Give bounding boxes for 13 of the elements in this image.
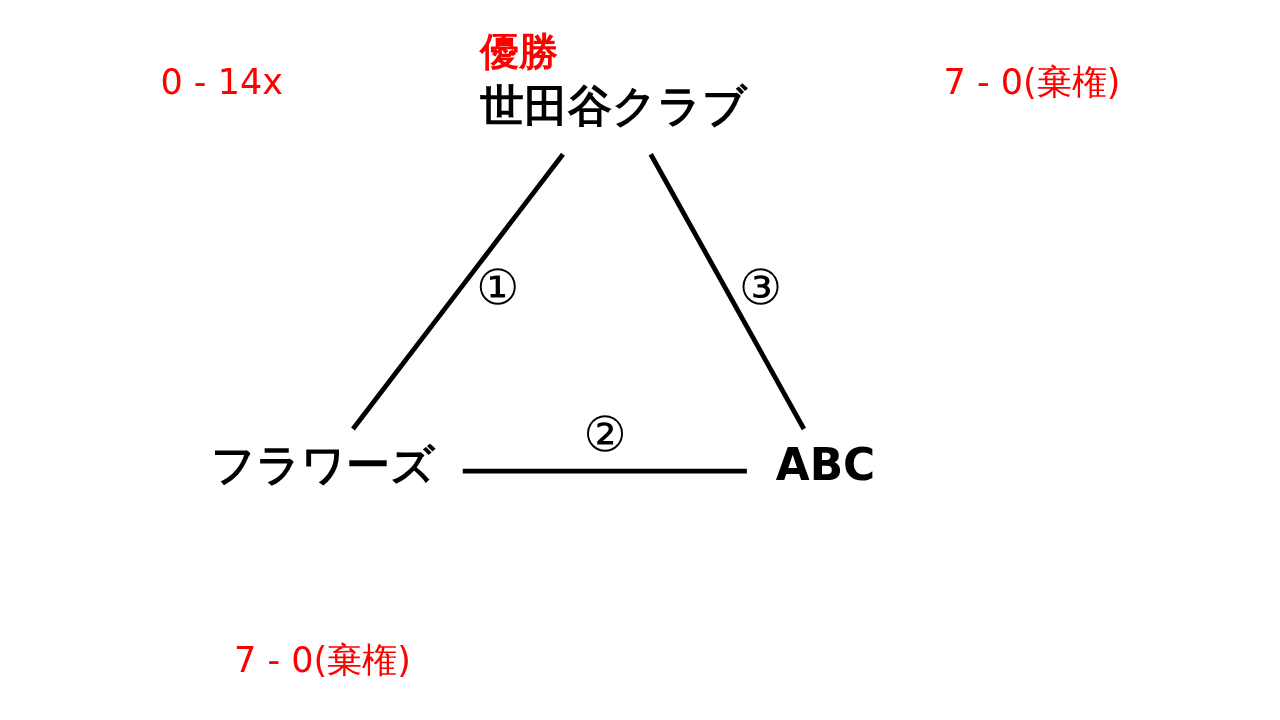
connector [351, 152, 565, 430]
connector [648, 152, 806, 430]
edge-label: ③ [738, 258, 783, 315]
node-text: 世田谷クラブ [480, 79, 748, 131]
label: 0 - 14x [160, 60, 283, 102]
label: 7 - 0(棄権) [234, 638, 411, 680]
node-text: フラワーズ [210, 438, 435, 490]
label: 7 - 0(棄権) [943, 60, 1121, 102]
edge-label: ② [583, 405, 627, 462]
node-label: 優勝 [480, 27, 559, 74]
node-text: ABC [775, 438, 876, 490]
connector [462, 468, 747, 473]
edge-label: ① [476, 258, 520, 315]
